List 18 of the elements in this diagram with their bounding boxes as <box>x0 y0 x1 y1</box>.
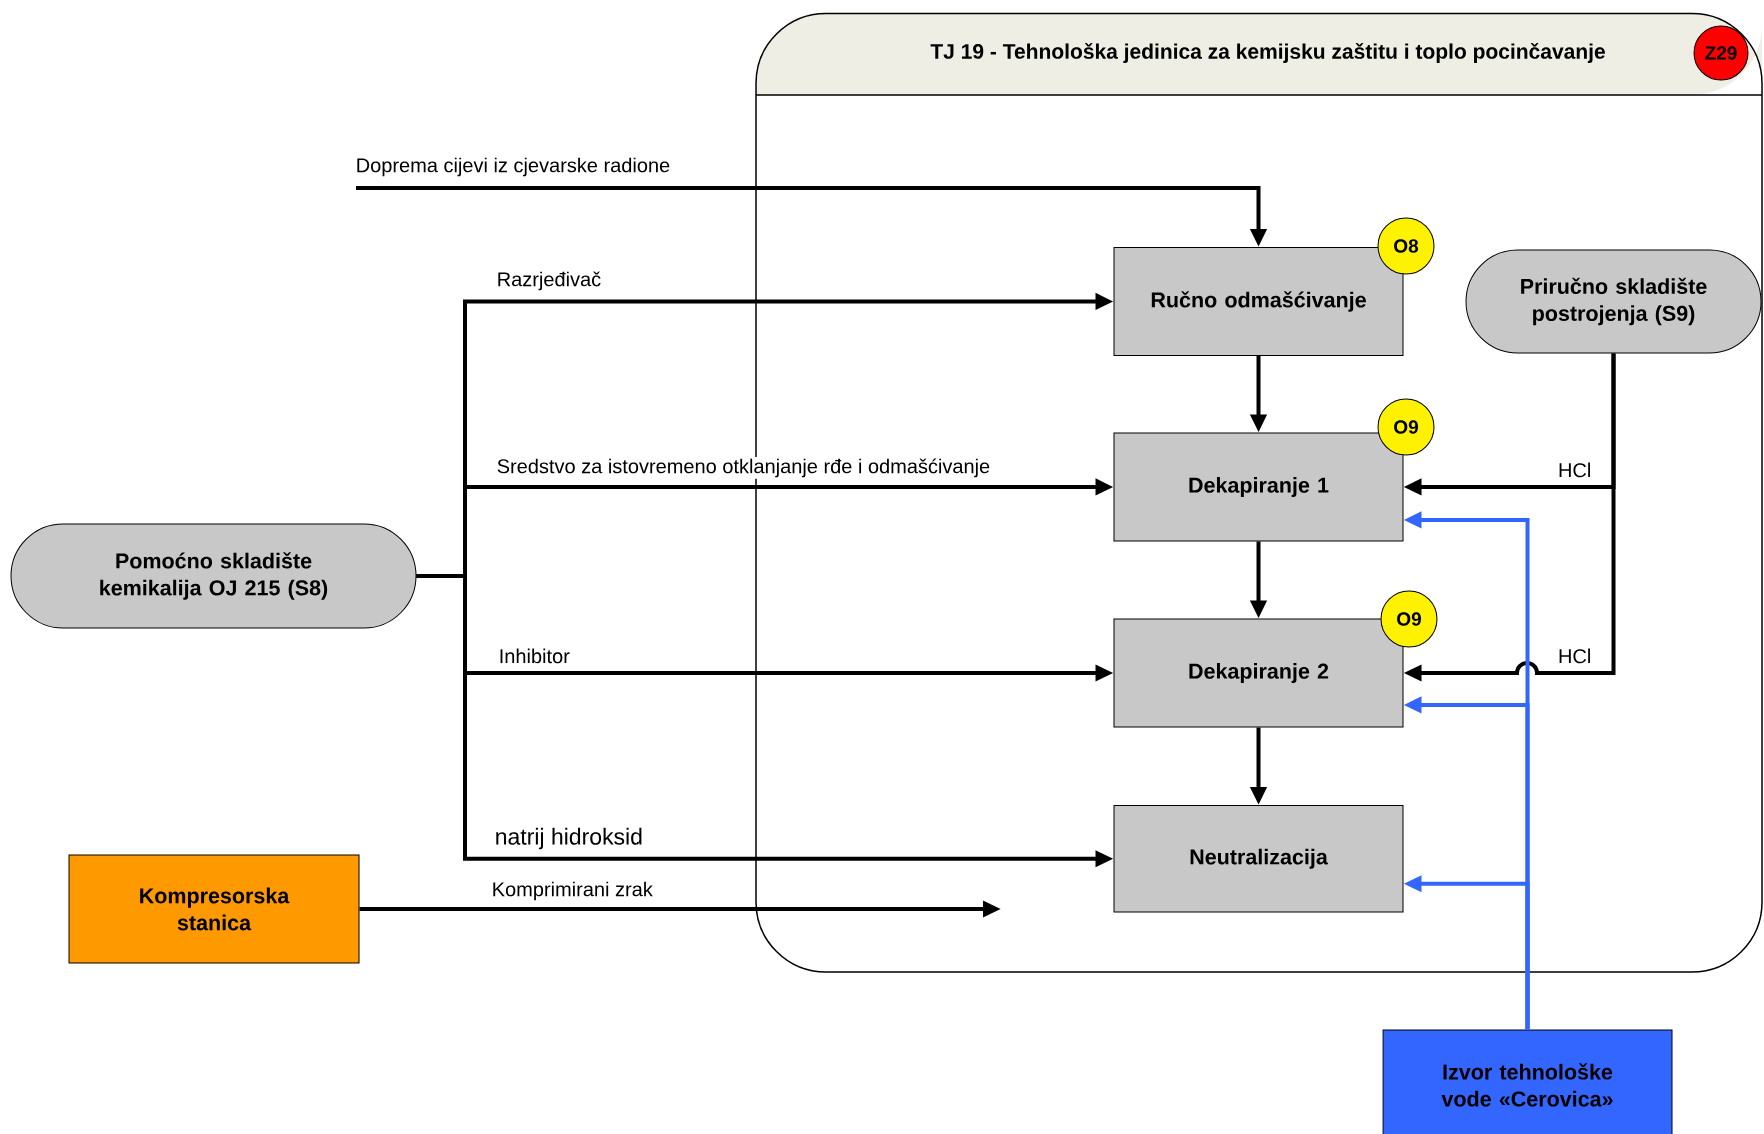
process-box: Neutralizacija <box>1113 805 1404 913</box>
edge-label: Komprimirani zrak <box>490 880 655 902</box>
edge-label: HCl <box>1556 647 1593 665</box>
edge-label: Doprema cijevi iz cjevarske radione <box>354 156 672 178</box>
zone-badge: Z29 <box>1693 25 1749 81</box>
edge-label: Sredstvo za istovremeno otklanjanje rđe i odmašćivanje <box>495 456 992 479</box>
edge-label: HCl <box>1556 461 1593 479</box>
operation-badge: O9 <box>1380 590 1438 648</box>
compressor-box: Kompresorska stanica <box>68 854 360 964</box>
operation-badge: O8 <box>1377 217 1435 275</box>
storage-pill: Pomoćno skladište kemikalija OJ 215 (S8) <box>10 523 417 629</box>
edge-label: natrij hidroksid <box>493 826 645 851</box>
title-text: TJ 19 - Tehnološka jedinica za kemijsku zaštitu i toplo pocinčavanje <box>930 42 1605 63</box>
edge-label: Inhibitor <box>497 647 572 665</box>
operation-badge: O9 <box>1377 398 1435 456</box>
storage-pill: Priručno skladište postrojenja (S9) <box>1465 249 1762 354</box>
edge-label: Razrjeđivač <box>495 270 603 292</box>
water-source-box: Izvor tehnološke vode «Cerovica» <box>1382 1029 1673 1134</box>
